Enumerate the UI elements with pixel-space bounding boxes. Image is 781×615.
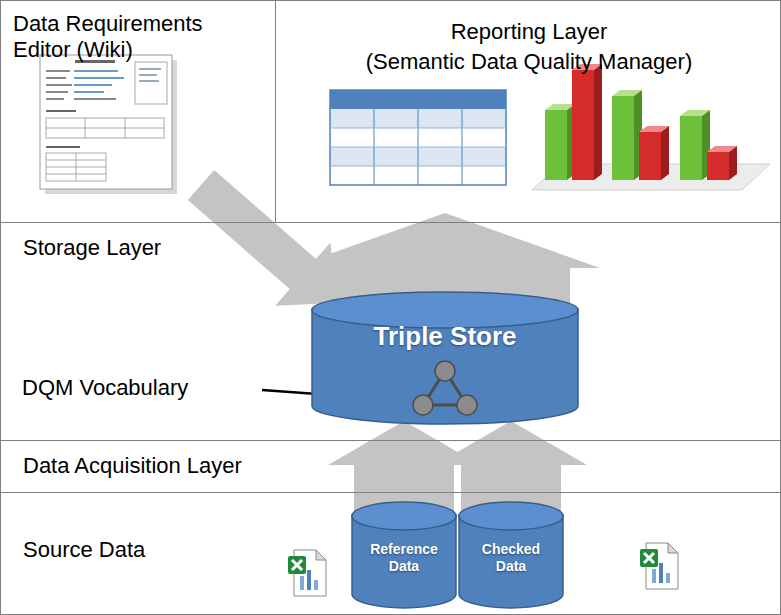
text-block: Reporting Layer (Semantic Data Quality Ma… xyxy=(276,19,781,76)
output-arrow xyxy=(290,213,600,303)
cylinder-top xyxy=(352,502,456,530)
cylinder-top xyxy=(459,502,563,530)
node-title: Source Data xyxy=(23,537,243,563)
acquisition-band: Data Acquisition Layer xyxy=(0,440,781,493)
cylinder-body xyxy=(312,309,578,424)
text-block: Reference Data xyxy=(359,541,449,575)
checked-data-cylinder: Checked Data xyxy=(458,501,564,609)
storage-band: Triple Store Storage Layer xyxy=(0,222,781,441)
vocabulary-label: DQM Vocabulary xyxy=(22,375,188,401)
bar-chart xyxy=(532,64,770,190)
report-table xyxy=(330,90,506,185)
editor-cell: Data Requirements Editor (Wiki) xyxy=(0,0,276,223)
graph-node xyxy=(457,395,477,415)
text-block: Data Acquisition Layer xyxy=(23,453,323,479)
text-block: Checked Data xyxy=(466,541,556,575)
spreadsheet-icon xyxy=(288,550,326,596)
input-arrow xyxy=(188,170,336,306)
node-title: Reference Data xyxy=(359,541,449,575)
spreadsheet-icon xyxy=(640,543,678,589)
node-title: Data Acquisition Layer xyxy=(23,453,323,479)
node-title: Triple Store xyxy=(317,321,573,352)
cylinder-shape xyxy=(311,291,579,425)
vocabulary-graph xyxy=(413,361,477,415)
node-title: Data Requirements Editor (Wiki) xyxy=(13,11,253,64)
node-title: Checked Data xyxy=(466,541,556,575)
graph-node xyxy=(413,395,433,415)
text-block: Data Requirements Editor (Wiki) xyxy=(13,11,253,64)
reference-data-cylinder: Reference Data xyxy=(351,501,457,609)
graph-node xyxy=(435,361,455,381)
source-band: Reference Data Checked Data Source Data xyxy=(0,492,781,615)
triple-store-cylinder: Triple Store xyxy=(311,291,579,425)
node-title: Reporting Layer xyxy=(276,19,781,45)
text-block: Triple Store xyxy=(317,321,573,352)
wiki-thumbnail xyxy=(40,55,177,194)
reporting-cell: Reporting Layer (Semantic Data Quality Ma… xyxy=(275,0,781,223)
node-title: Storage Layer xyxy=(23,235,283,261)
node-subtitle: (Semantic Data Quality Manager) xyxy=(276,49,781,75)
text-block: Source Data xyxy=(23,537,243,563)
text-block: Storage Layer xyxy=(23,235,283,261)
